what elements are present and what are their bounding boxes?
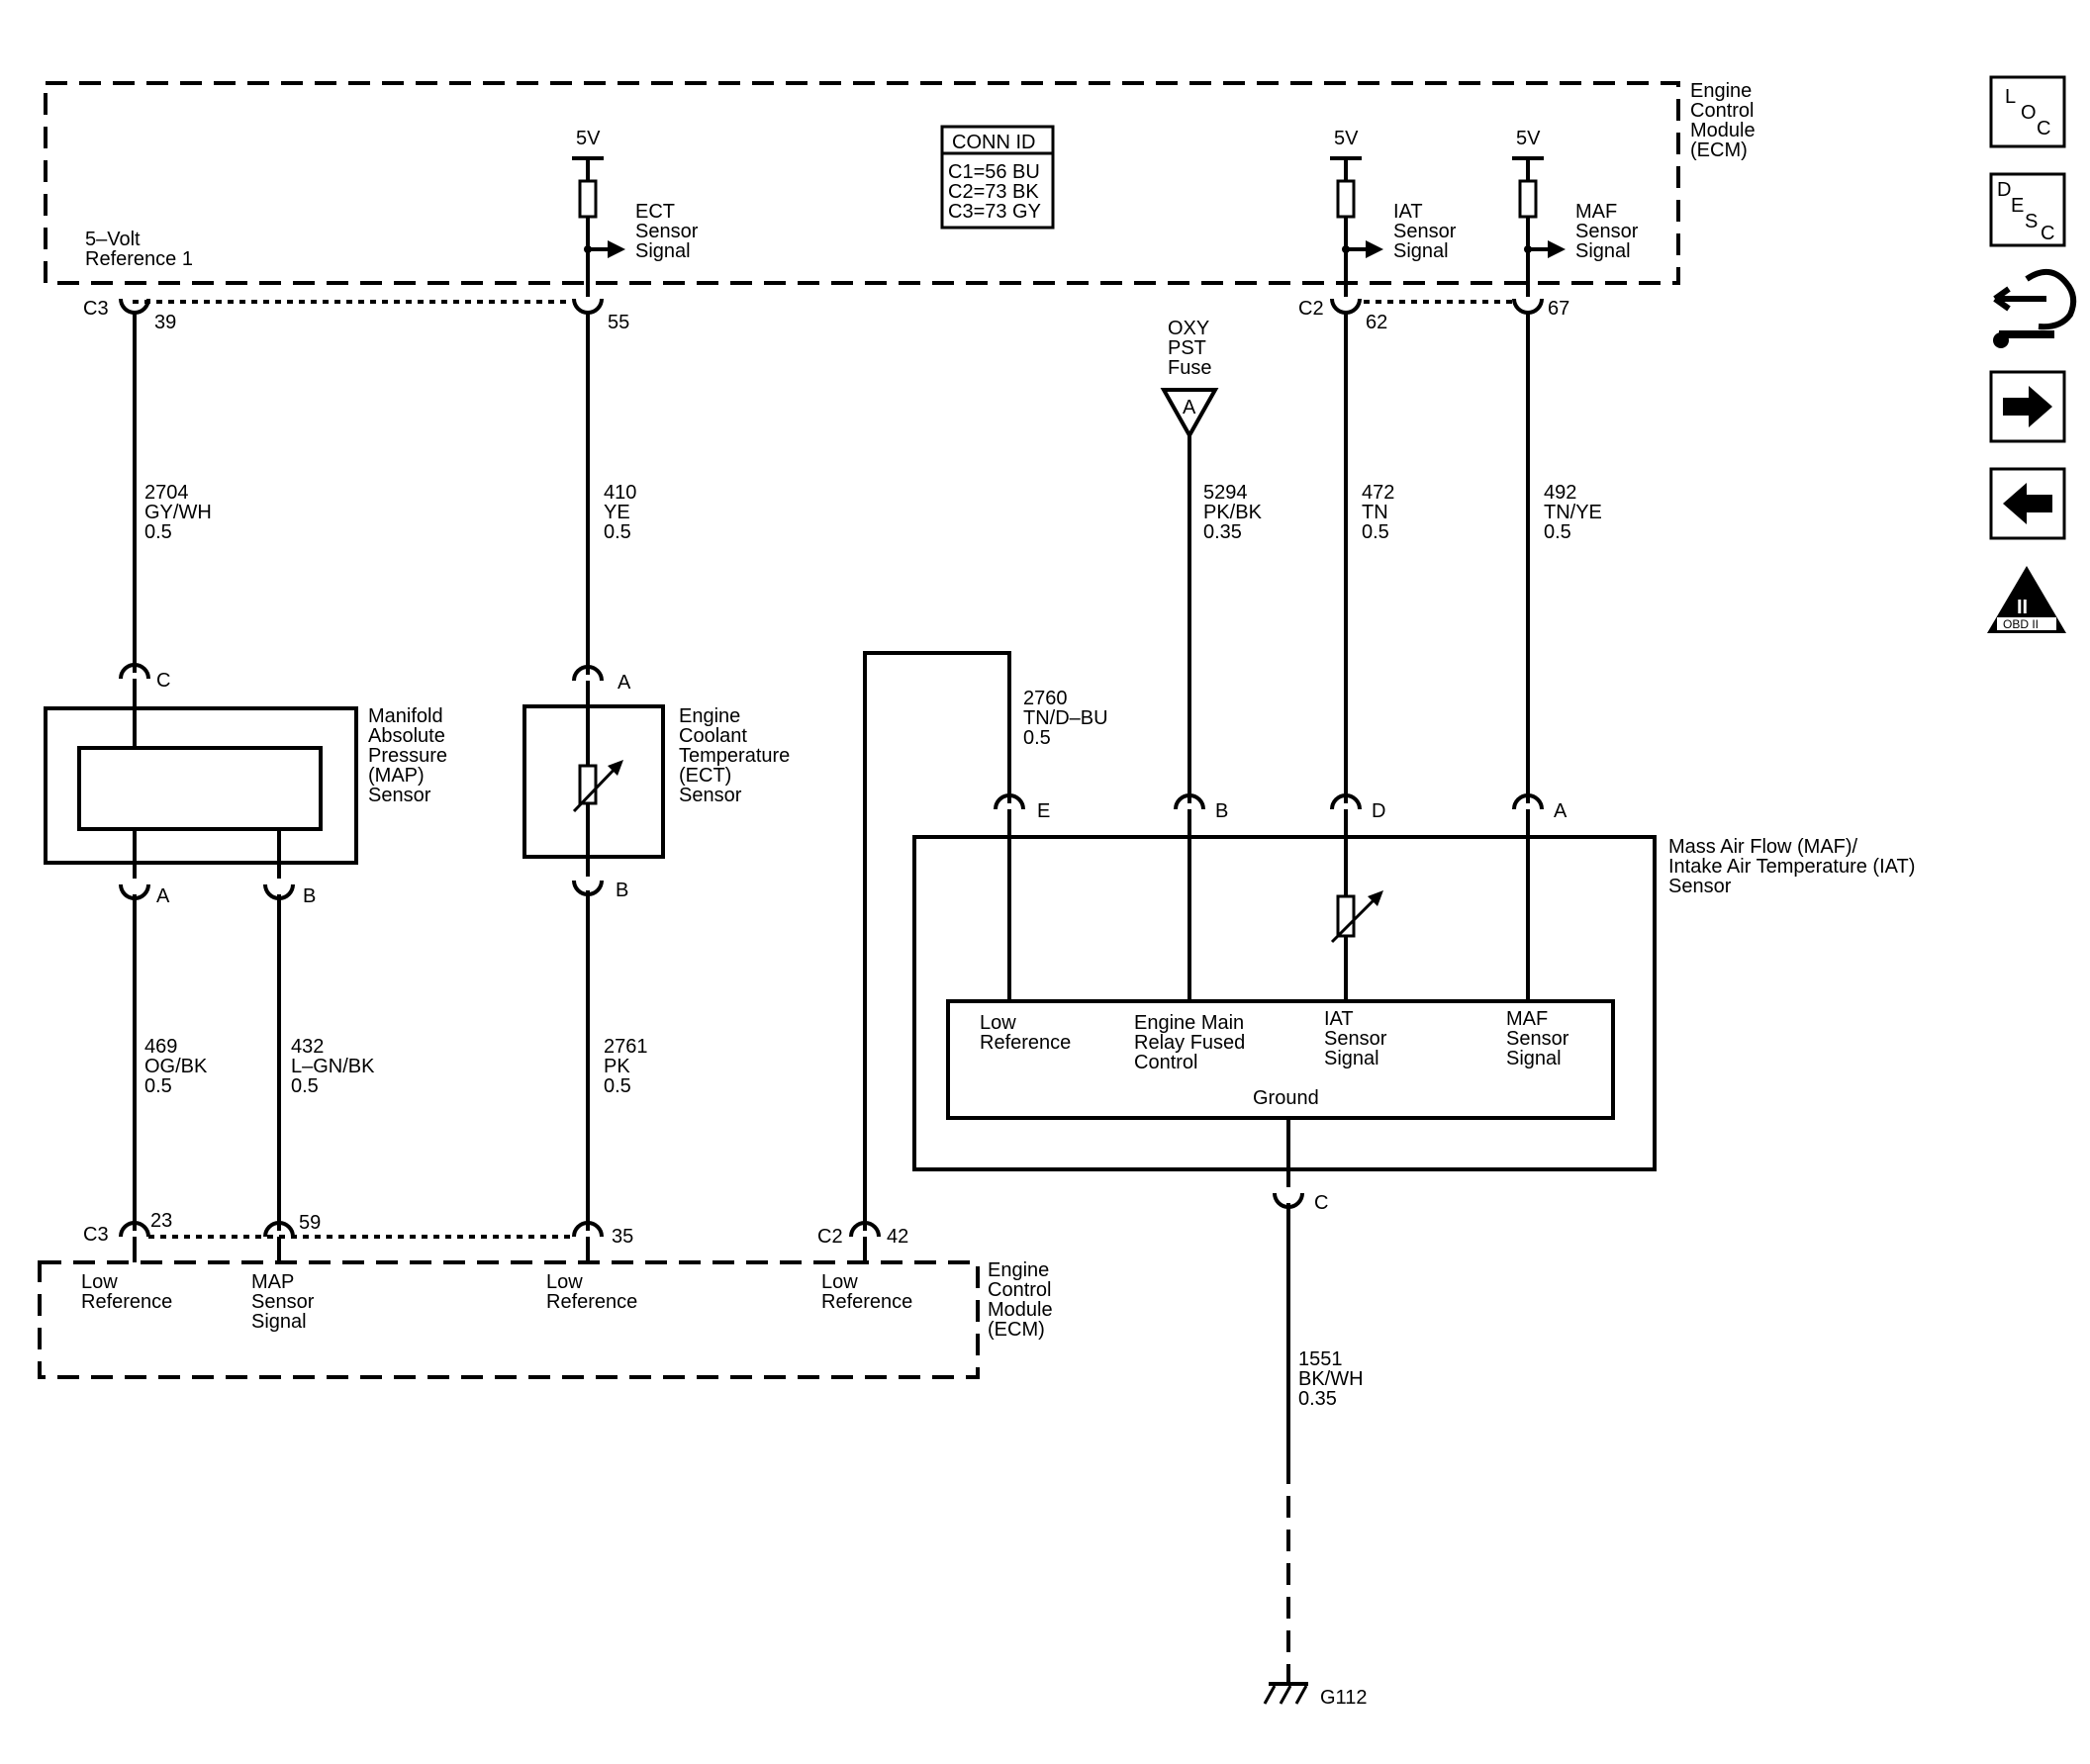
maf-pin-a: A [1554,800,1568,822]
ground-g112: G112 [1263,1682,1367,1709]
conn-id-box: CONN ID C1=56 BU C2=73 BK C3=73 GY [940,125,1055,230]
maf-sensor-label: Mass Air Flow (MAF)/ Intake Air Temperat… [1668,836,1921,897]
loc-letter-o: O [2021,102,2037,124]
map-pin-c: C [156,670,170,692]
upper-wires: 2704 GY/WH 0.5 410 YE 0.5 5294 PK/BK 0.3… [133,313,1607,1231]
wire-472-label: 472 TN 0.5 [1362,482,1400,543]
ecm-top-pin-39: 39 [154,312,176,333]
ect-pullup: 5V ECT Sensor Signal [572,128,704,297]
wire-2704-label: 2704 GY/WH 0.5 [144,482,217,543]
ect-pin-b: B [616,880,628,901]
wire-492-label: 492 TN/YE 0.5 [1544,482,1607,543]
ecm-top-connectors: C3 39 55 C2 62 67 [83,298,1569,333]
desc-letter-c: C [2041,223,2054,244]
wire-432-label: 432 L–GN/BK 0.5 [291,1036,380,1097]
wire-469-label: 469 OG/BK 0.5 [144,1036,213,1097]
oxy-pst-fuse: OXY PST Fuse A [1160,318,1219,440]
ect-signal-label: ECT Sensor Signal [635,201,704,262]
ecm-bottom-pin-42: 42 [887,1226,908,1248]
maf-inner-maf: MAF Sensor Signal [1506,1008,1574,1069]
sidebar: L O C D E S C [1987,75,2077,633]
maf-pin-b: B [1215,800,1228,822]
ect-supply-label: 5V [576,128,601,149]
maf-inner-low-ref: Low Reference [980,1012,1071,1054]
ecm-top-pin-67: 67 [1548,298,1569,320]
map-sensor-label: Manifold Absolute Pressure (MAP) Sensor [368,705,453,806]
maf-pin-e: E [1037,800,1050,822]
ecm-bottom-term-3: Low Reference [546,1271,637,1313]
ecm-bottom-pin-35: 35 [612,1226,633,1248]
previous-button[interactable] [1989,467,2066,540]
map-pin-b: B [303,885,316,907]
wire-410-label: 410 YE 0.5 [604,482,642,543]
desc-letter-e: E [2011,195,2024,217]
ecm-bottom-label: Engine Control Module (ECM) [988,1259,1058,1341]
ref5v-label: 5–Volt Reference 1 [85,229,193,270]
ecm-bottom-term-4: Low Reference [821,1271,912,1313]
lower-wires: 469 OG/BK 0.5 432 L–GN/BK 0.5 2761 PK 0.… [133,890,1369,1682]
desc-letter-s: S [2025,211,2038,232]
iat-signal-label: IAT Sensor Signal [1393,201,1462,262]
ecm-top-conn-c2: C2 [1298,298,1324,320]
arrow-left-icon [2003,483,2052,524]
map-sensor: C A B Manifold Absolute Pressure (MAP) S… [44,663,453,907]
iat-supply-label: 5V [1334,128,1359,149]
ect-sensor-label: Engine Coolant Temperature (ECT) Sensor [679,705,796,806]
ecm-bottom-pin-59: 59 [299,1212,321,1234]
ect-pin-a: A [618,672,631,694]
loc-letter-l: L [2005,86,2016,108]
maf-signal-label: MAF Sensor Signal [1575,201,1644,262]
next-button[interactable] [1989,370,2066,443]
loc-button[interactable]: L O C [1989,75,2066,148]
wire-2761-label: 2761 PK 0.5 [604,1036,653,1097]
ecm-bottom-conn-c2: C2 [817,1226,843,1248]
desc-button[interactable]: D E S C [1989,172,2066,247]
connector-repair-icon[interactable] [1993,269,2077,348]
maf-pin-c: C [1314,1192,1328,1214]
conn-id-lines: C1=56 BU C2=73 BK C3=73 GY [948,161,1045,223]
wire-2760-label: 2760 TN/D–BU 0.5 [1023,688,1113,749]
ecm-top-module: Engine Control Module (ECM) 5–Volt Refer… [44,80,1760,333]
conn-id-title: CONN ID [952,132,1035,153]
desc-letter-d: D [1997,179,2011,201]
arrow-right-icon [2003,386,2052,427]
fuse-label: OXY PST Fuse [1168,318,1214,379]
map-pin-a: A [156,885,170,907]
ground-label: G112 [1320,1687,1367,1709]
ect-sensor: A B Engine Coolant Temperature (ECT) Sen… [522,665,796,901]
ecm-top-pin-62: 62 [1366,312,1387,333]
maf-inner-ground: Ground [1253,1087,1319,1109]
ecm-bottom-conn-c3: C3 [83,1224,109,1246]
wire-1551-label: 1551 BK/WH 0.35 [1298,1348,1369,1410]
maf-inner-iat: IAT Sensor Signal [1324,1008,1392,1069]
ecm-bottom-term-2: MAP Sensor Signal [251,1271,320,1333]
ecm-bottom-module: C3 23 59 35 C2 42 Low Reference MAP Sens… [38,1210,1058,1379]
maf-supply-label: 5V [1516,128,1541,149]
maf-iat-sensor: E B D A Low Reference Engine Main Relay … [912,793,1921,1214]
obd-ii-button[interactable]: II OBD II [1987,566,2066,633]
ecm-bottom-term-1: Low Reference [81,1271,172,1313]
maf-pullup: 5V MAF Sensor Signal [1512,128,1644,297]
ecm-top-conn-c3: C3 [83,298,109,320]
maf-pin-d: D [1372,800,1385,822]
iat-pullup: 5V IAT Sensor Signal [1330,128,1462,297]
loc-letter-c: C [2037,118,2050,139]
obd-roman-numeral: II [2017,597,2028,618]
obd-label: OBD II [2003,617,2039,631]
fuse-terminal: A [1183,397,1196,418]
ecm-top-pin-55: 55 [608,312,629,333]
ecm-bottom-pin-23: 23 [150,1210,172,1232]
ecm-top-label: Engine Control Module (ECM) [1690,80,1760,161]
maf-inner-relay: Engine Main Relay Fused Control [1134,1012,1251,1073]
wire-5294-label: 5294 PK/BK 0.35 [1203,482,1267,543]
